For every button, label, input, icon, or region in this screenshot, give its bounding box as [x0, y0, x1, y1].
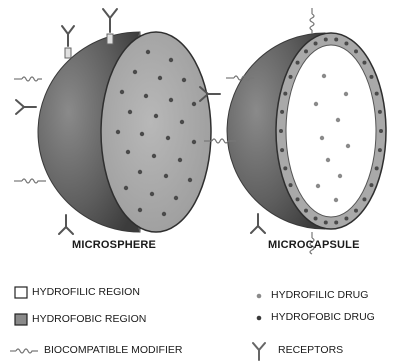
drug-dot: [180, 120, 184, 124]
drug-dot: [138, 170, 142, 174]
drug-dot: [169, 98, 173, 102]
receptor-icon: [251, 214, 265, 233]
drug-dot: [326, 158, 330, 162]
receptor-legend-icon: [253, 343, 265, 360]
biocompatible-modifier-icon: [310, 8, 314, 34]
drug-dot: [334, 220, 338, 224]
drug-dot: [316, 184, 320, 188]
drug-dot: [324, 220, 328, 224]
microsphere-caption: MICROSPHERE: [72, 239, 156, 251]
drug-dot: [152, 154, 156, 158]
drug-dot: [375, 166, 379, 170]
drug-dot: [124, 186, 128, 190]
drug-dot: [280, 148, 284, 152]
drug-dot: [354, 49, 358, 53]
drug-dot: [164, 174, 168, 178]
hydrophilic-region-swatch: [15, 287, 27, 298]
drug-dot: [324, 38, 328, 42]
drug-dot: [320, 136, 324, 140]
drug-dot: [336, 118, 340, 122]
receptor-icon: [62, 26, 74, 58]
drug-dot: [283, 92, 287, 96]
drug-dot: [192, 102, 196, 106]
drug-dot: [188, 178, 192, 182]
drug-dot: [322, 74, 326, 78]
drug-dot: [126, 150, 130, 154]
drug-dot: [150, 192, 154, 196]
drug-dot: [296, 61, 300, 65]
hydrophilic-drug-dot: [257, 294, 262, 299]
drug-dot: [346, 144, 350, 148]
drug-dot: [174, 196, 178, 200]
drug-dot: [178, 158, 182, 162]
drug-dot: [279, 129, 283, 133]
drug-dot: [192, 140, 196, 144]
drug-dot: [378, 110, 382, 114]
receptor-icon: [59, 215, 73, 234]
drug-dot: [138, 208, 142, 212]
drug-dot: [314, 42, 318, 46]
drug-dot: [116, 130, 120, 134]
microcapsule: [200, 8, 386, 254]
drug-dot: [379, 129, 383, 133]
drug-dot: [304, 209, 308, 213]
hydrophobic-drug-label: HYDROFOBIC DRUG: [271, 311, 375, 323]
receptors-label: RECEPTORS: [278, 344, 343, 356]
drug-dot: [344, 92, 348, 96]
drug-dot: [289, 183, 293, 187]
drug-dot: [280, 110, 284, 114]
drug-dot: [334, 38, 338, 42]
drug-dot: [314, 216, 318, 220]
drug-dot: [362, 197, 366, 201]
drug-dot: [334, 198, 338, 202]
drug-dot: [140, 132, 144, 136]
hydrophobic-region-swatch: [15, 314, 27, 325]
drug-dot: [344, 216, 348, 220]
drug-dot: [344, 42, 348, 46]
microcapsule-core: [286, 45, 376, 217]
biocompatible-modifier-icon: [14, 179, 46, 183]
drug-dot: [120, 90, 124, 94]
drug-dot: [338, 174, 342, 178]
drug-dot: [369, 183, 373, 187]
hydrophilic-region-label: HYDROFILIC REGION: [32, 286, 140, 298]
biocompatible-modifier-legend-icon: [10, 349, 38, 353]
drug-dot: [169, 58, 173, 62]
microcapsule-caption: MICROCAPSULE: [268, 239, 360, 251]
drug-dot: [144, 94, 148, 98]
biocompatible-modifier-icon: [14, 77, 42, 81]
drug-dot: [133, 70, 137, 74]
drug-dot: [162, 212, 166, 216]
drug-dot: [354, 209, 358, 213]
receptor-icon: [16, 100, 36, 114]
drug-dot: [296, 197, 300, 201]
microsphere: [14, 9, 211, 234]
hydrophobic-drug-dot: [257, 316, 262, 321]
drug-dot: [314, 102, 318, 106]
hydrophobic-region-label: HYDROFOBIC REGION: [32, 313, 146, 325]
drug-dot: [369, 75, 373, 79]
drug-dot: [304, 49, 308, 53]
biocompatible-modifier-label: BIOCOMPATIBLE MODIFIER: [44, 344, 182, 356]
drug-dot: [362, 61, 366, 65]
drug-dot: [166, 136, 170, 140]
drug-dot: [158, 76, 162, 80]
drug-dot: [283, 166, 287, 170]
drug-dot: [146, 50, 150, 54]
drug-dot: [128, 110, 132, 114]
drug-dot: [154, 114, 158, 118]
drug-dot: [182, 78, 186, 82]
hydrophilic-drug-label: HYDROFILIC DRUG: [271, 289, 368, 301]
drug-dot: [289, 75, 293, 79]
drug-dot: [378, 148, 382, 152]
drug-dot: [375, 92, 379, 96]
